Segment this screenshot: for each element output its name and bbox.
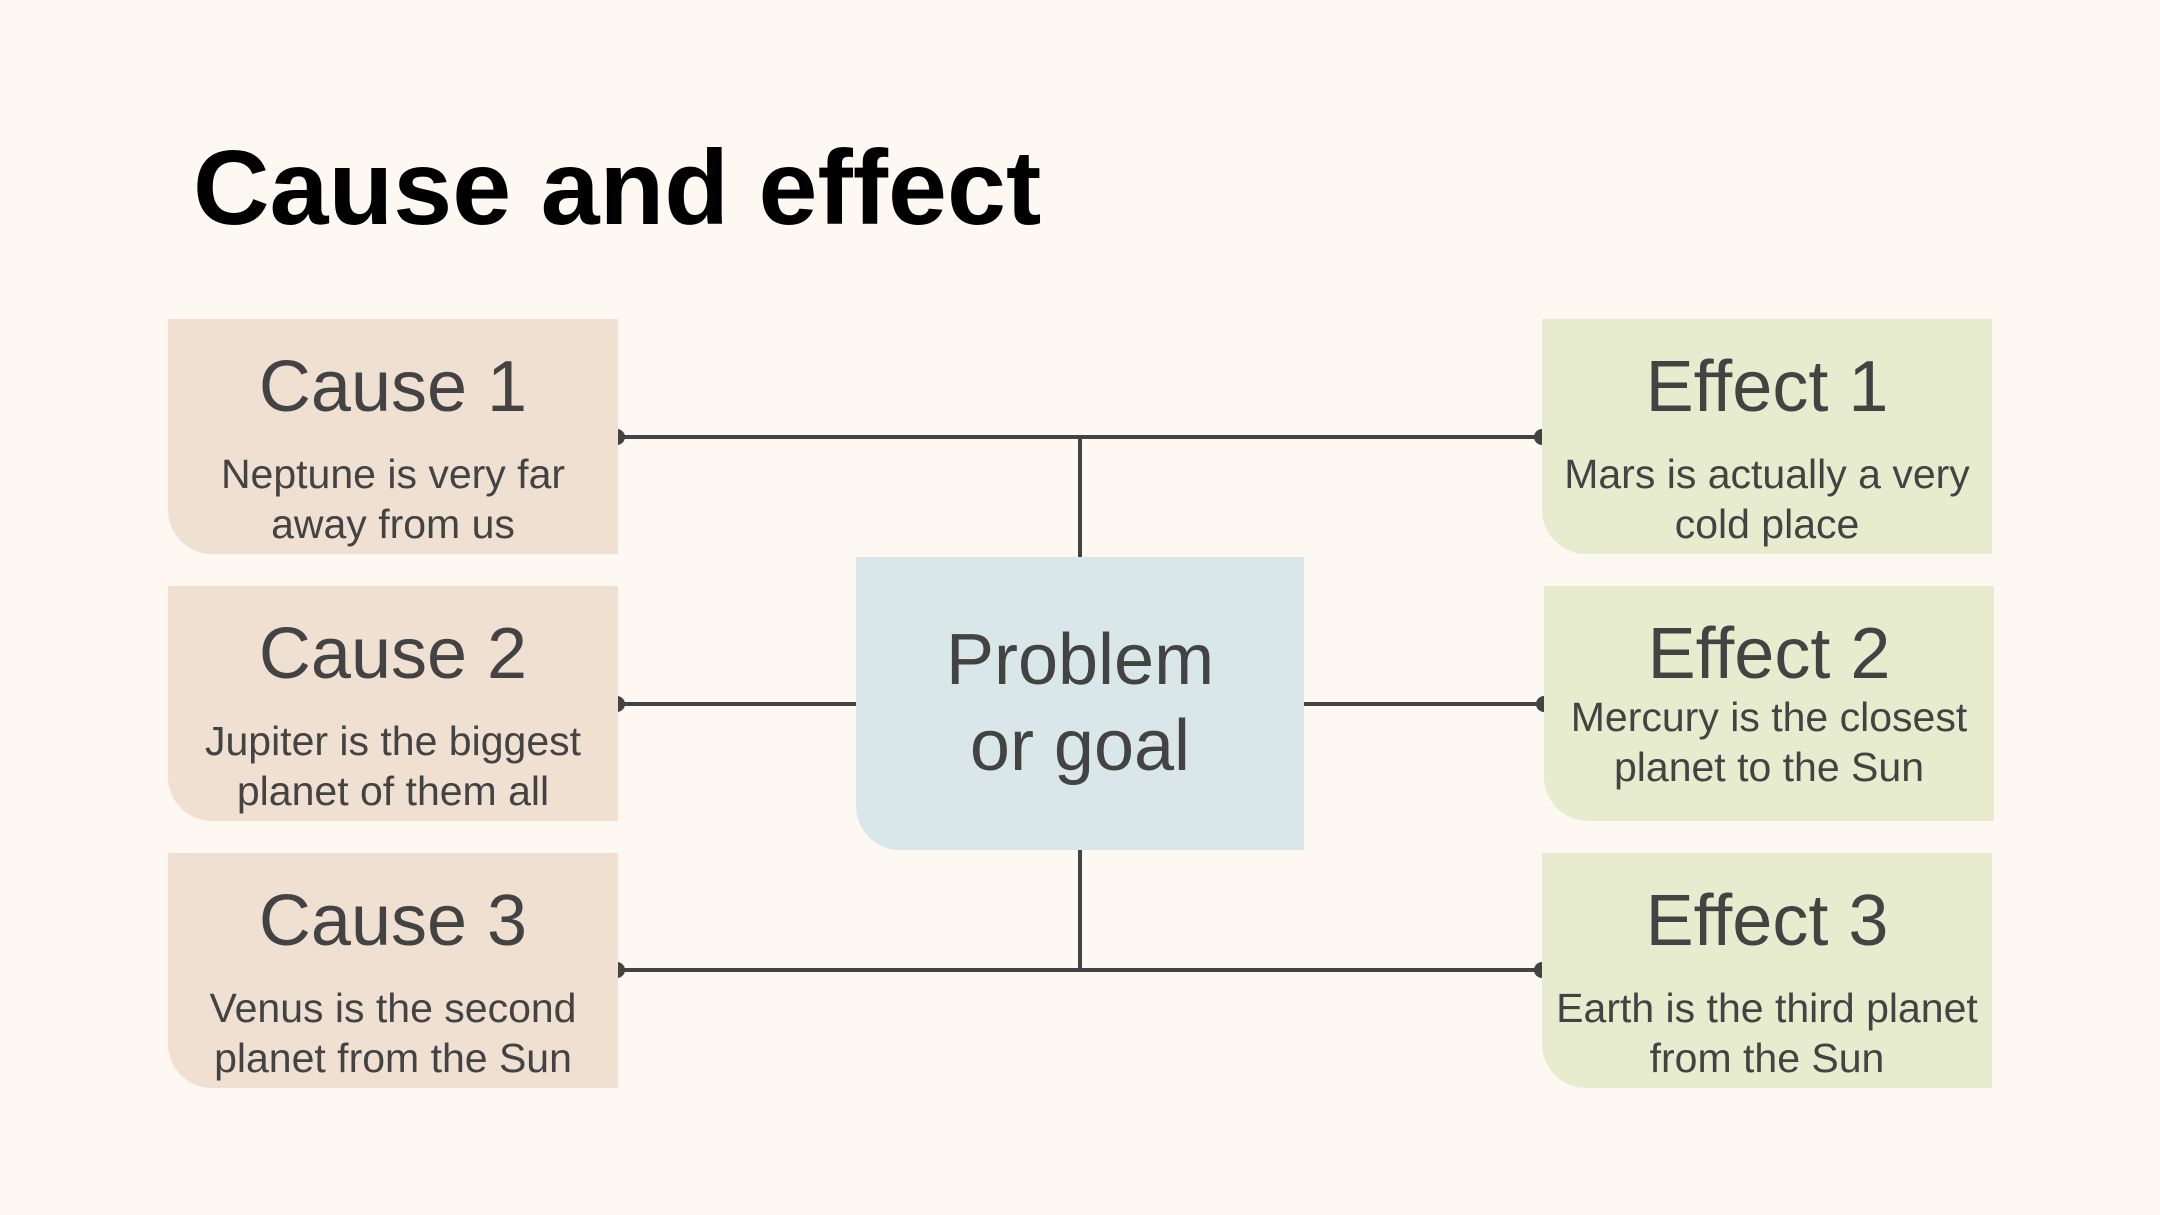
effect-box-1: Effect 1 Mars is actually a very cold pl… [1542,319,1992,554]
cause-box-3: Cause 3 Venus is the second planet from … [168,853,618,1088]
effect-description: Mars is actually a very cold place [1564,451,1970,548]
cause-description: Jupiter is the biggest planet of them al… [204,718,582,815]
effect-heading: Effect 1 [1645,347,1889,427]
cause-box-1: Cause 1 Neptune is very far away from us [168,319,618,554]
cause-heading: Cause 1 [258,347,528,427]
cause-description: Neptune is very far away from us [220,451,566,548]
effect-box-3: Effect 3 Earth is the third planet from … [1542,853,1992,1088]
slide-title: Cause and effect [193,129,1042,247]
cause-heading: Cause 2 [258,614,528,694]
effect-description: Mercury is the closest planet to the Sun [1570,694,1968,791]
cause-description: Venus is the second planet from the Sun [209,985,577,1082]
effect-heading: Effect 3 [1645,881,1889,961]
cause-box-2: Cause 2 Jupiter is the biggest planet of… [168,586,618,821]
effect-description: Earth is the third planet from the Sun [1556,985,1978,1082]
problem-goal-box: Problem or goal [856,557,1304,850]
effect-heading: Effect 2 [1647,614,1891,694]
problem-goal-label: Problem or goal [945,619,1215,786]
cause-heading: Cause 3 [258,881,528,961]
effect-box-2: Effect 2 Mercury is the closest planet t… [1544,586,1994,821]
